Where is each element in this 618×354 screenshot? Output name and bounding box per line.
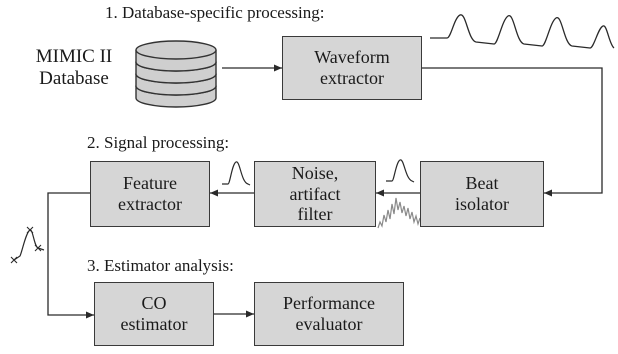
noise-filter-line1: Noise,: [291, 162, 339, 183]
performance-evaluator-line1: Performance: [283, 293, 375, 314]
noisy-beat-trace-icon: [377, 197, 421, 229]
feature-extractor-block: Feature extractor: [90, 161, 210, 227]
section-heading-signal: 2. Signal processing:: [87, 133, 230, 152]
feature-marked-trace-icon: [10, 226, 45, 264]
noise-filter-block: Noise, artifact filter: [254, 161, 376, 227]
arrow-waveform-to-beat: [422, 67, 603, 197]
co-estimator-line2: estimator: [120, 314, 188, 334]
waveform-extractor-line1: Waveform: [314, 47, 390, 68]
clean-beat-trace-icon: [386, 159, 415, 183]
feature-extractor-line2: extractor: [118, 194, 182, 214]
waveform-extractor-line2: extractor: [320, 68, 384, 88]
arrow-feature-to-co: [47, 192, 94, 319]
beat-isolator-line1: Beat: [465, 173, 499, 194]
filtered-beat-trace-icon: [222, 161, 251, 186]
database-source-line2: Database: [39, 68, 109, 90]
section-heading-database: 1. Database-specific processing:: [105, 3, 325, 22]
co-estimator-block: CO estimator: [94, 282, 214, 346]
beat-isolator-block: Beat isolator: [420, 161, 544, 227]
waveform-trace-icon: [430, 14, 615, 49]
waveform-extractor-block: Waveform extractor: [282, 36, 422, 100]
performance-evaluator-line2: evaluator: [295, 314, 363, 334]
performance-evaluator-block: Performance evaluator: [254, 282, 404, 346]
co-estimator-line1: CO: [141, 293, 167, 314]
noise-filter-line2: artifact: [289, 183, 341, 204]
database-cylinder-icon: [135, 40, 217, 108]
noise-filter-line3: filter: [297, 204, 333, 225]
database-source-label: MIMIC II Database: [18, 46, 130, 91]
beat-isolator-line2: isolator: [455, 194, 509, 214]
section-heading-estimator: 3. Estimator analysis:: [87, 256, 234, 275]
database-source-line1: MIMIC II: [35, 46, 113, 67]
feature-extractor-line1: Feature: [123, 173, 177, 194]
